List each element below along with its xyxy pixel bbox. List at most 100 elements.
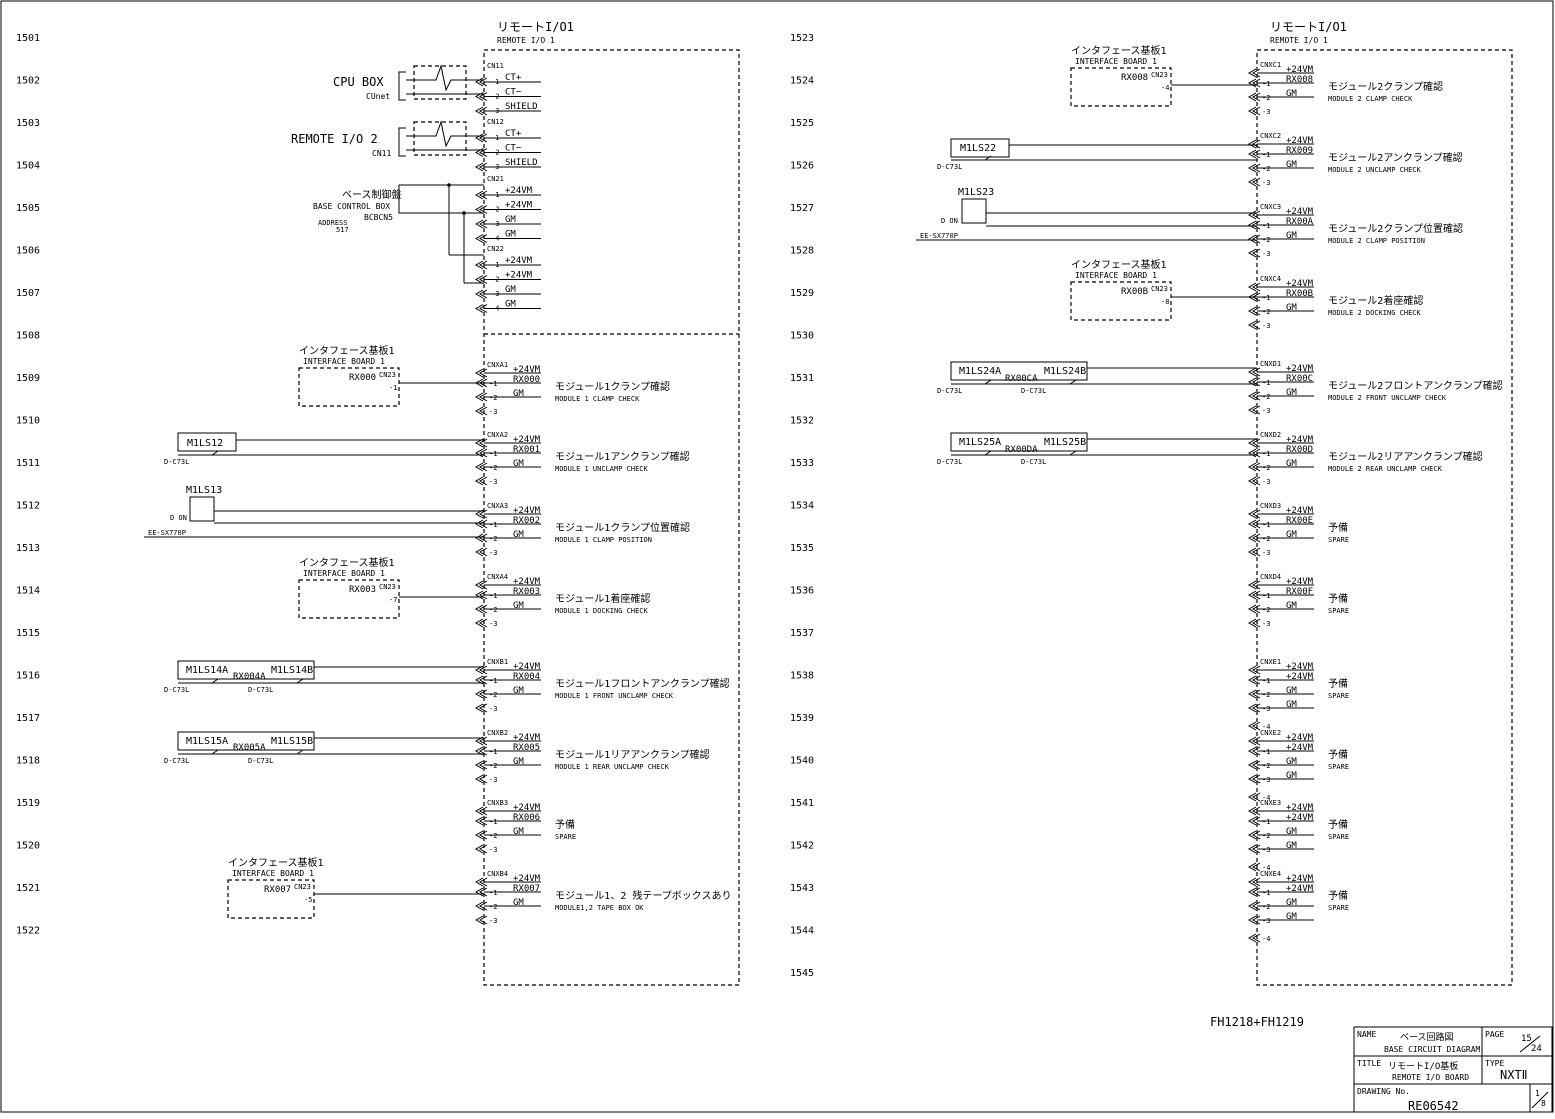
function-jp: 予備 [1328,677,1348,690]
connector-chevron [478,462,488,472]
connector-chevron [1251,806,1261,816]
pin-label: GM [505,230,516,240]
pin-label: +24VM [1286,662,1314,672]
connector-chevron [478,148,488,157]
function-en: MODULE 2 CLAMP POSITION [1328,237,1425,245]
if-board-en: INTERFACE BOARD 1 [1075,57,1157,66]
connector-chevron [1251,139,1261,149]
pin-number: -1 [1262,80,1270,88]
pin-number: -1 [489,748,497,756]
connector-chevron [478,275,488,284]
remote-io1-board-right [1256,49,1513,986]
pin-number: -1 [1262,521,1270,529]
connector-chevron [474,689,484,699]
connector-chevron [1247,282,1257,292]
pin-number: -1 [1262,748,1270,756]
if-board-jp: インタフェース基板1 [299,344,395,357]
pin-number: -2 [1262,762,1270,770]
connector-chevron [1251,590,1261,600]
pin-number: -1 [1262,379,1270,387]
connector-chevron [478,368,488,378]
sheet-total: 8 [1541,1099,1546,1108]
remote2-label: REMOTE I/O 2 [291,132,378,146]
connector-chevron [478,816,488,826]
pin-label: +24VM [513,506,541,516]
connector-chevron [1247,320,1257,330]
connector-chevron [1247,675,1257,685]
address-value: 517 [336,226,349,234]
if-board-cn: CN23 [379,371,396,379]
pin-number: -3 [489,776,497,784]
sensor-label: M1LS14A [186,665,228,676]
function-en: MODULE 1 CLAMP POSITION [555,536,652,544]
connector-chevron [1251,438,1261,448]
connector-chevron [474,304,484,313]
interface-board-box [1070,281,1172,321]
connector-chevron [474,519,484,529]
connector-chevron [478,260,488,270]
connector-chevron [1247,689,1257,699]
connector-chevron [1247,210,1257,220]
connector-name: CN22 [487,245,504,253]
pin-label: +24VM [1286,364,1314,374]
pin-number: -1 [489,592,497,600]
remote-io1-board-left [483,49,740,986]
row-number: 1504 [16,161,40,172]
connector-chevron [1247,887,1257,897]
photo-sensor-box [961,198,987,224]
pin-label: RX006 [513,813,540,823]
pin-number: -3 [1262,179,1270,187]
pin-number: -2 [1262,94,1270,102]
connector-chevron [474,260,484,270]
row-number: 1518 [16,756,40,767]
pin-number: -1 [489,677,497,685]
pin-label: GM [513,389,524,399]
sensor-type: D-C73L [248,757,273,765]
connector-chevron [478,162,488,172]
connector-chevron [1247,547,1257,557]
base-ctrl-en: BASE CONTROL BOX [313,202,390,211]
row-number: 1539 [790,713,814,724]
connector-chevron [1247,915,1257,925]
pin-label: +24VM [513,733,541,743]
connector-chevron [478,92,488,101]
connector-chevron [1247,106,1257,116]
function-en: MODULE 1 CLAMP CHECK [555,395,640,403]
connector-chevron [478,304,488,313]
connector-chevron [1251,405,1261,415]
row-number: 1523 [790,33,814,44]
connector-chevron [474,844,484,854]
connector-chevron [474,392,484,402]
connector-chevron [1251,877,1261,887]
connector-chevron [478,675,488,685]
pin-label: CT− [505,144,522,154]
pin-label: GM [1286,160,1297,170]
if-board-en: INTERFACE BOARD 1 [303,569,385,578]
connector-chevron [1247,149,1257,159]
cpu-box-label: CPU BOX [333,75,384,89]
pin-number: -3 [1262,917,1270,925]
function-en: SPARE [1328,833,1349,841]
connector-chevron [1251,306,1261,316]
connector-name: CNXE4 [1260,870,1281,878]
connector-chevron [478,77,488,87]
switch-contact [200,749,219,755]
pin-number: -2 [1262,535,1270,543]
connector-name: CNXA1 [487,361,508,369]
pin-label: GM [1286,388,1297,398]
sensor-box [177,432,237,452]
connector-chevron [478,509,488,519]
pin-number: -1 [489,450,497,458]
row-number: 1542 [790,841,814,852]
connector-chevron [478,703,488,713]
pin-label: GM [1286,771,1297,781]
pin-label: +24VM [505,186,533,196]
row-number: 1503 [16,118,40,129]
interface-board-box [298,579,400,619]
connector-chevron [1247,792,1257,802]
connector-chevron [474,133,484,143]
pin-label: GM [1286,898,1297,908]
